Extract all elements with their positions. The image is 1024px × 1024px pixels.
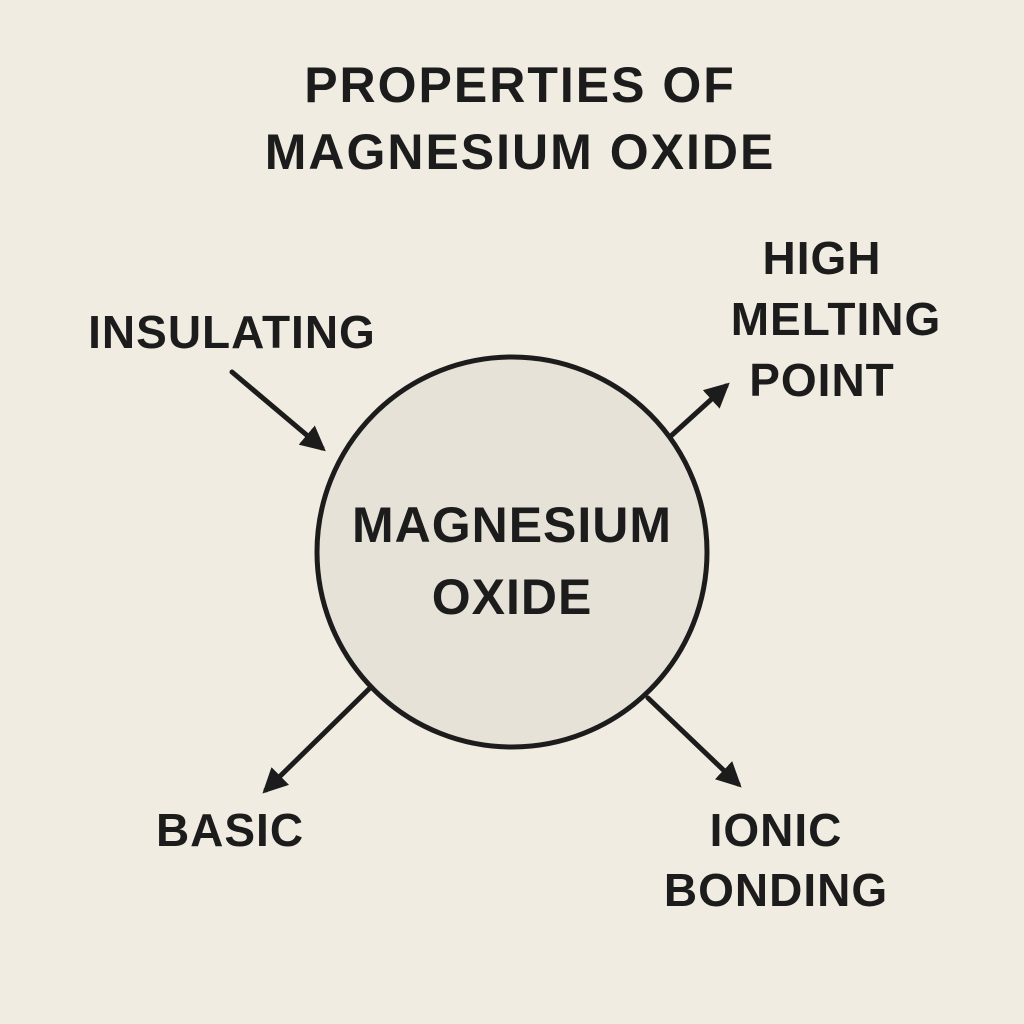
center-circle — [314, 354, 710, 750]
label-high-melting-line-2: MELTING — [731, 293, 942, 345]
arrow-high-melting-point — [669, 382, 730, 438]
arrow-ionic-bonding — [645, 695, 742, 788]
label-insulating: INSULATING — [88, 306, 376, 358]
title-line-1: PROPERTIES OF — [304, 57, 736, 113]
title-line-2: MAGNESIUM OXIDE — [265, 124, 776, 180]
arrow-basic — [262, 685, 373, 794]
label-high-melting-line-3: POINT — [749, 354, 895, 406]
label-basic: BASIC — [156, 804, 304, 856]
label-ionic-bonding-line-2: BONDING — [664, 864, 888, 916]
label-ionic-bonding-line-1: IONIC — [710, 804, 843, 856]
label-high-melting-line-1: HIGH — [763, 232, 882, 284]
center-label-line-1: MAGNESIUM — [352, 497, 672, 553]
arrow-insulating — [229, 369, 326, 452]
center-label-line-2: OXIDE — [432, 569, 593, 625]
